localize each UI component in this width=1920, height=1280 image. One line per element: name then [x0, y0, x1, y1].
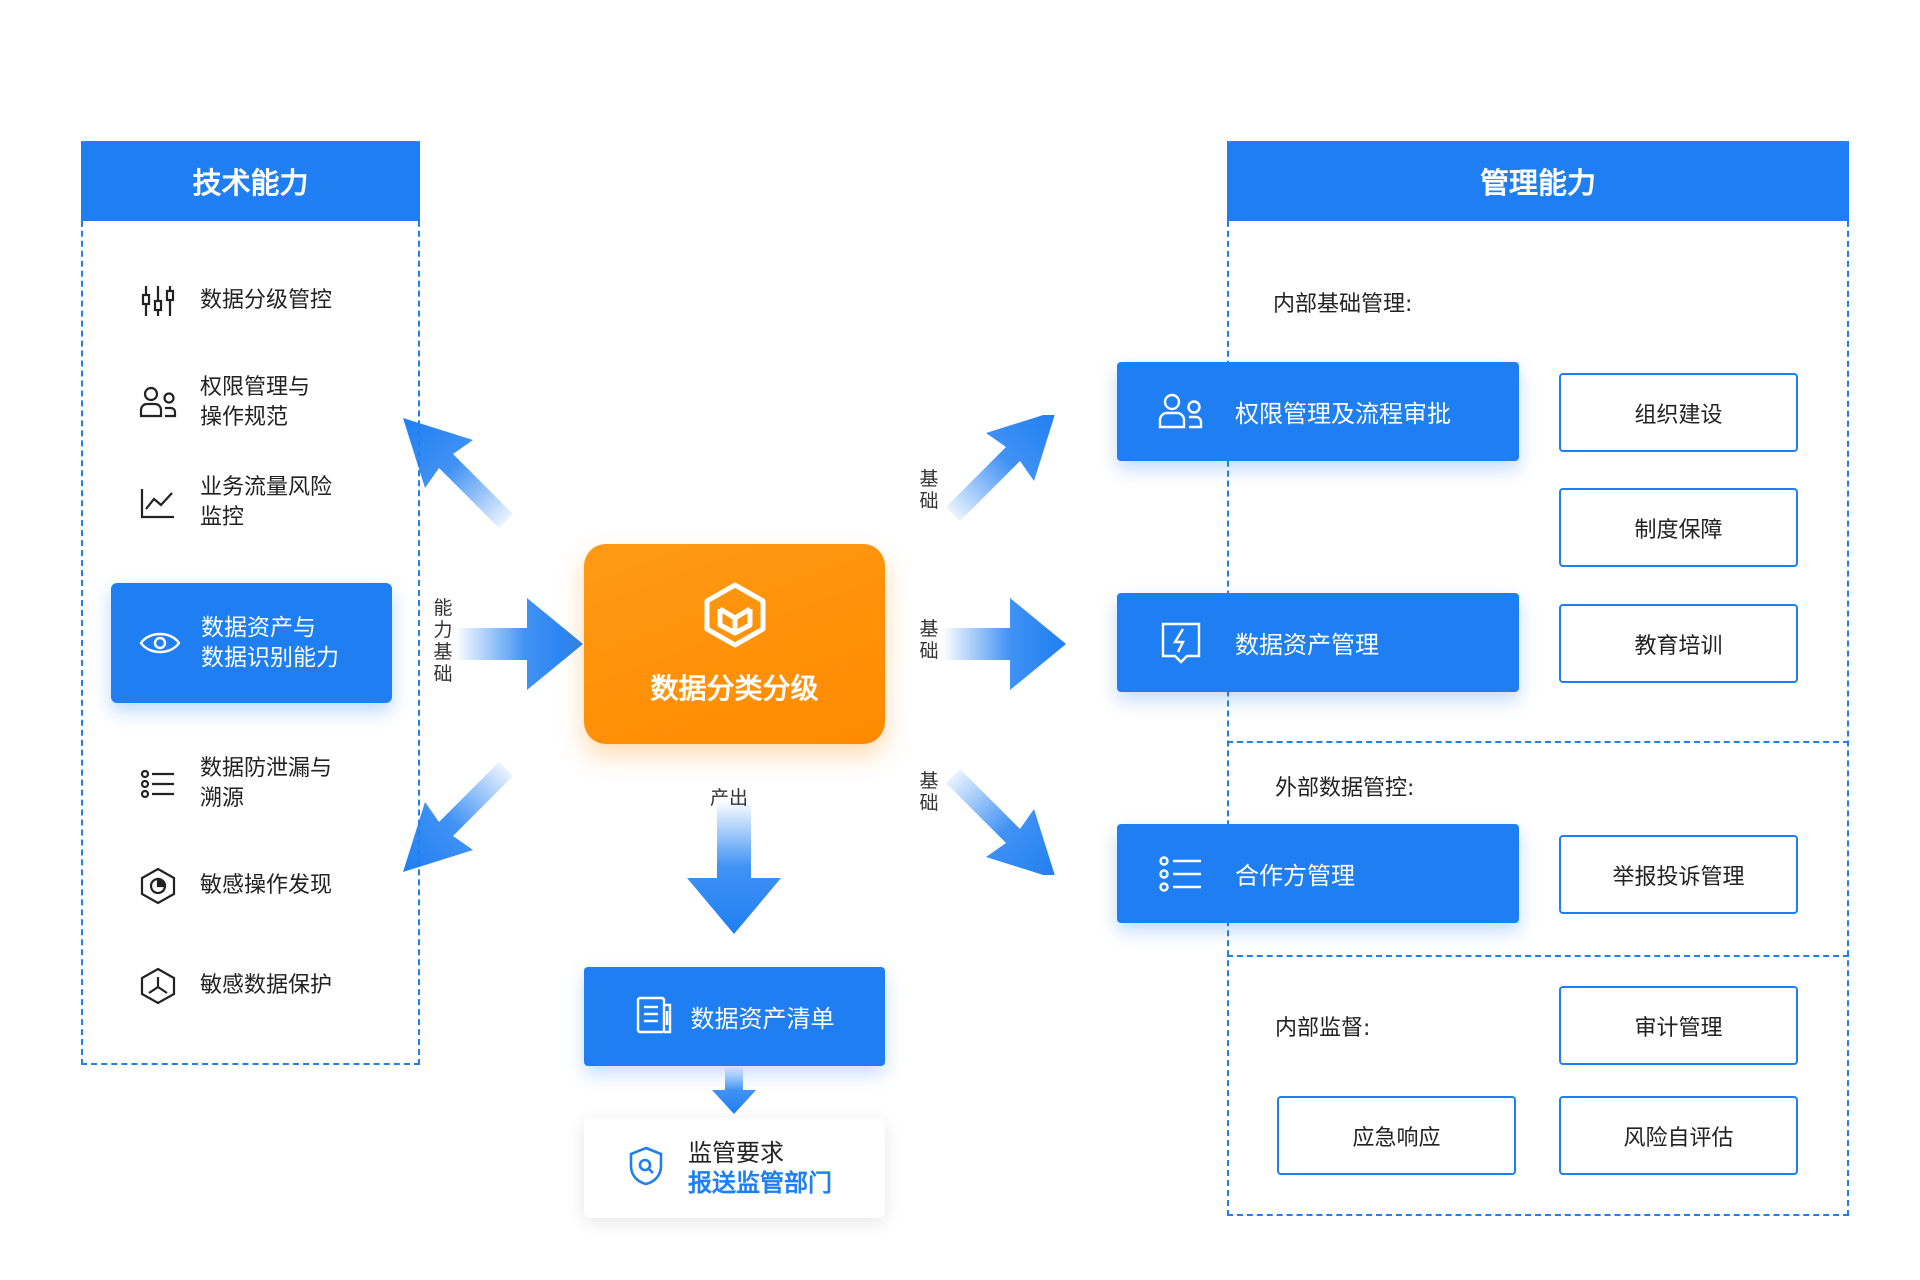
asset-list-card[interactable]: 数据资产清单 [584, 967, 885, 1066]
mgmt-asset-management[interactable]: 数据资产管理 [1117, 593, 1519, 692]
mgmt-bar-label: 数据资产管理 [1235, 631, 1379, 659]
box-policy[interactable]: 制度保障 [1559, 488, 1798, 567]
box-emergency[interactable]: 应急响应 [1277, 1096, 1516, 1175]
basis-label-3: 基础 [919, 770, 939, 814]
tech-item-label: 权限管理与 操作规范 [200, 375, 311, 430]
box-complaint[interactable]: 举报投诉管理 [1559, 835, 1798, 914]
section-divider-2 [1227, 955, 1849, 957]
section-external: 外部数据管控: [1275, 776, 1415, 801]
tech-item-label: 敏感数据保护 [200, 973, 333, 998]
box-organization[interactable]: 组织建设 [1559, 373, 1798, 452]
tech-item-label: 业务流量风险 监控 [200, 475, 333, 530]
arrow-core-to-list [687, 800, 781, 934]
tech-item-label: 数据资产与 数据识别能力 [201, 615, 339, 671]
shield-search-icon [628, 1146, 664, 1190]
sliders-icon [138, 281, 178, 321]
users-icon [138, 383, 178, 423]
mgmt-bar-label: 合作方管理 [1235, 862, 1355, 890]
asset-list-label: 数据资产清单 [690, 1005, 835, 1033]
tech-item-label: 敏感操作发现 [200, 873, 333, 898]
arrow-core-to-permission [946, 415, 1055, 521]
arrow-list-to-report [712, 1066, 756, 1114]
eye-icon [137, 620, 183, 666]
mgmt-permission-approval[interactable]: 权限管理及流程审批 [1117, 362, 1519, 461]
document-list-icon [635, 995, 675, 1039]
box-self-evaluation[interactable]: 风险自评估 [1559, 1096, 1798, 1175]
core-classification-card[interactable]: 数据分类分级 [584, 544, 885, 744]
panel-title-technical: 技术能力 [81, 141, 420, 221]
tech-item-asset-identification[interactable]: 数据资产与 数据识别能力 [111, 583, 392, 703]
box-training[interactable]: 教育培训 [1559, 604, 1798, 683]
mgmt-bar-label: 权限管理及流程审批 [1235, 400, 1451, 428]
shield-hexagon-icon [138, 966, 178, 1006]
arrow-core-to-partner [946, 769, 1055, 875]
report-line-2: 报送监管部门 [688, 1169, 832, 1197]
tech-item-classification-control[interactable]: 数据分级管控 [138, 281, 332, 321]
section-internal-basic: 内部基础管理: [1273, 292, 1413, 317]
section-internal-supervision: 内部监督: [1275, 1016, 1371, 1041]
arrow-to-bottom-left [403, 762, 513, 872]
cube-icon [703, 581, 767, 653]
box-audit[interactable]: 审计管理 [1559, 986, 1798, 1065]
regulatory-report-card[interactable]: 监管要求 报送监管部门 [584, 1118, 885, 1218]
list-icon [138, 764, 178, 804]
panel-title-management: 管理能力 [1227, 141, 1849, 221]
arrow-to-top-left [403, 418, 513, 528]
list-icon [1157, 850, 1205, 898]
mgmt-partner-management[interactable]: 合作方管理 [1117, 824, 1519, 923]
tech-item-sensitive-data[interactable]: 敏感数据保护 [138, 966, 332, 1006]
tech-item-permission[interactable]: 权限管理与 操作规范 [138, 373, 310, 433]
core-label: 数据分类分级 [650, 672, 819, 705]
basis-label-1: 基础 [919, 468, 939, 512]
section-divider-1 [1227, 741, 1849, 743]
capability-basis-label: 能力基础 [433, 597, 453, 685]
target-hexagon-icon [138, 866, 178, 906]
tech-item-sensitive-operation[interactable]: 敏感操作发现 [138, 866, 332, 906]
line-chart-icon [138, 483, 178, 523]
tech-item-label: 数据分级管控 [200, 288, 333, 313]
report-line-1: 监管要求 [688, 1139, 784, 1167]
arrow-core-to-asset-mgmt [942, 598, 1066, 690]
report-text: 监管要求 报送监管部门 [688, 1138, 832, 1198]
lightning-doc-icon [1157, 619, 1205, 667]
users-icon [1157, 388, 1205, 436]
basis-label-2: 基础 [919, 618, 939, 662]
tech-item-traffic-monitor[interactable]: 业务流量风险 监控 [138, 473, 332, 533]
arrow-capability-to-core [455, 598, 583, 690]
tech-item-leak-prevention[interactable]: 数据防泄漏与 溯源 [138, 754, 332, 814]
technical-capability-panel: 技术能力 [81, 141, 420, 1065]
tech-item-label: 数据防泄漏与 溯源 [200, 756, 333, 811]
